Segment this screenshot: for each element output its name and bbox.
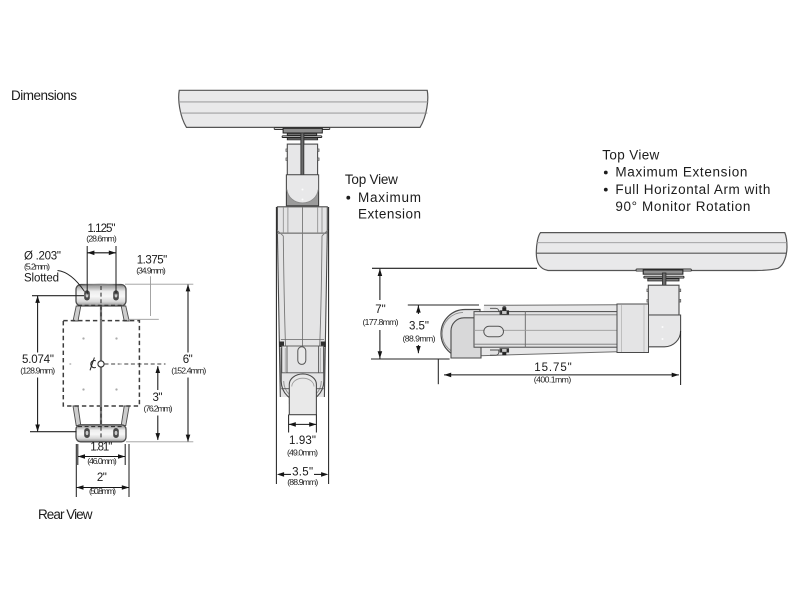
svg-text:5.074": 5.074" bbox=[22, 354, 54, 366]
svg-text:Top View: Top View bbox=[345, 172, 398, 187]
svg-text:(128.9mm): (128.9mm) bbox=[20, 365, 55, 375]
svg-text:(88.9mm): (88.9mm) bbox=[287, 477, 318, 487]
svg-text:Rear View: Rear View bbox=[38, 507, 93, 522]
svg-text:3": 3" bbox=[153, 392, 163, 404]
svg-text:(28.6mm): (28.6mm) bbox=[86, 234, 117, 244]
svg-text:1.125": 1.125" bbox=[88, 223, 116, 235]
svg-text:Full Horizontal Arm with: Full Horizontal Arm with bbox=[615, 182, 770, 197]
svg-text:(34.9mm): (34.9mm) bbox=[136, 265, 166, 275]
svg-text:Dimensions: Dimensions bbox=[11, 88, 77, 103]
svg-text:1.375": 1.375" bbox=[137, 255, 168, 267]
svg-text:Ø .203": Ø .203" bbox=[24, 251, 61, 263]
svg-text:1.81": 1.81" bbox=[90, 441, 112, 453]
svg-text:7": 7" bbox=[375, 304, 386, 316]
svg-text:Slotted: Slotted bbox=[24, 273, 59, 285]
svg-text:3.5": 3.5" bbox=[409, 320, 429, 332]
svg-text:(46.0mm): (46.0mm) bbox=[87, 456, 117, 466]
svg-text:(88.9mm): (88.9mm) bbox=[403, 334, 436, 344]
svg-text:(177.8mm): (177.8mm) bbox=[363, 317, 399, 327]
svg-text:Maximum Extension: Maximum Extension bbox=[615, 165, 747, 180]
svg-text:90° Monitor Rotation: 90° Monitor Rotation bbox=[615, 199, 750, 214]
svg-text:Maximum: Maximum bbox=[358, 190, 421, 205]
svg-text:(50.8mm): (50.8mm) bbox=[89, 486, 116, 496]
svg-text:1.93": 1.93" bbox=[289, 435, 316, 447]
svg-text:2": 2" bbox=[97, 472, 107, 484]
svg-text:Top View: Top View bbox=[602, 148, 659, 163]
svg-text:(49.0mm): (49.0mm) bbox=[287, 448, 318, 458]
svg-text:(400.1mm): (400.1mm) bbox=[534, 375, 572, 385]
svg-text:(5.2mm): (5.2mm) bbox=[24, 262, 50, 272]
svg-text:(152.4mm): (152.4mm) bbox=[171, 365, 206, 375]
svg-text:15.75": 15.75" bbox=[534, 362, 572, 374]
svg-text:3.5": 3.5" bbox=[292, 467, 313, 479]
svg-text:Extension: Extension bbox=[358, 207, 421, 222]
svg-text:6": 6" bbox=[183, 354, 193, 366]
svg-text:(76.2mm): (76.2mm) bbox=[144, 403, 173, 413]
